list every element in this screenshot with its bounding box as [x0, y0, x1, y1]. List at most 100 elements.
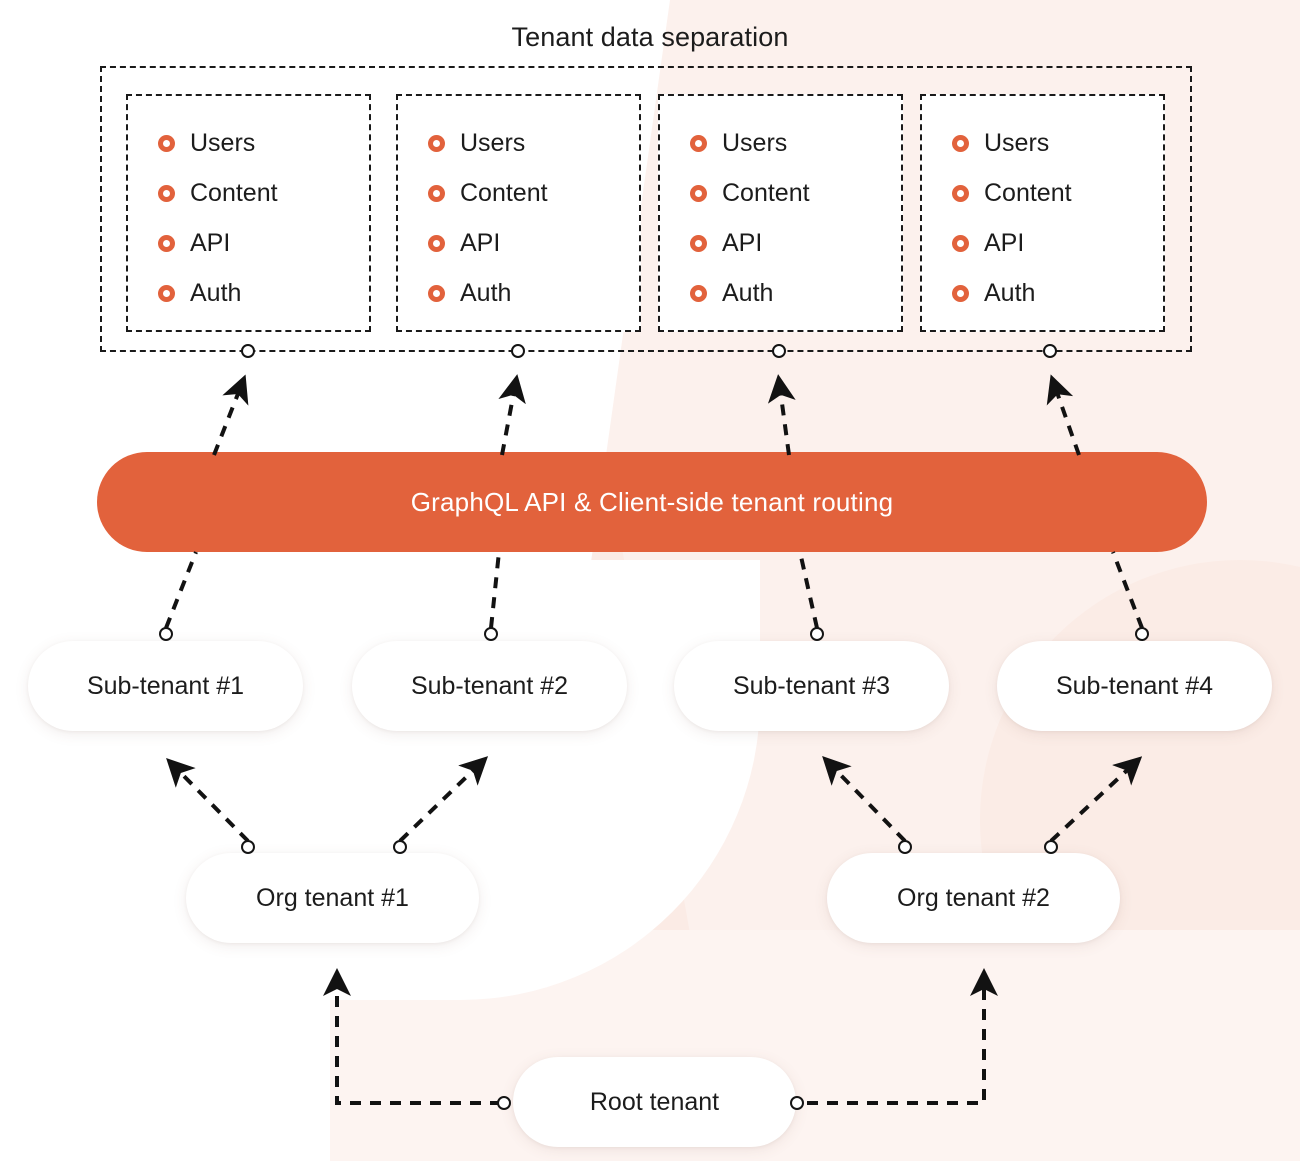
- connector-dot-icon-sub-1[interactable]: [159, 627, 173, 641]
- resource-row-auth: Auth: [428, 268, 639, 318]
- resource-label: API: [460, 228, 501, 257]
- routing-bar-label: GraphQL API & Client-side tenant routing: [410, 486, 894, 517]
- sub-tenant-3[interactable]: Sub-tenant #3: [674, 641, 949, 731]
- node-label: Sub-tenant #3: [732, 671, 891, 700]
- resource-row-auth: Auth: [690, 268, 901, 318]
- connector-dot-icon-org-1-right[interactable]: [393, 840, 407, 854]
- ring-dot-icon: [158, 234, 175, 252]
- ring-dot-icon: [428, 134, 445, 152]
- resource-label: Users: [460, 128, 526, 157]
- ring-dot-icon: [428, 284, 445, 302]
- connector-dot-icon-box-3[interactable]: [772, 344, 786, 358]
- resource-row-users: Users: [952, 118, 1163, 168]
- tenant-separation-boundary: [100, 66, 1192, 352]
- edge-bar-to-box-1: [212, 374, 249, 456]
- edge-bar-to-box-2: [498, 374, 526, 456]
- org-tenant-1[interactable]: Org tenant #1: [186, 853, 479, 943]
- edge-bar-to-box-3: [767, 374, 796, 456]
- connector-dot-icon-sub-4[interactable]: [1135, 627, 1149, 641]
- resource-row-content: Content: [428, 168, 639, 218]
- resource-row-content: Content: [690, 168, 901, 218]
- edge-bar-to-box-4: [1046, 374, 1081, 456]
- ring-dot-icon: [690, 134, 707, 152]
- edge-sub-1-to-bar: [164, 551, 198, 629]
- ring-dot-icon: [690, 284, 707, 302]
- graphql-routing-bar[interactable]: GraphQL API & Client-side tenant routing: [97, 452, 1207, 552]
- resource-row-api: API: [158, 218, 369, 268]
- tenant-box-4: Users Content API Auth: [920, 94, 1165, 332]
- resource-label: API: [722, 228, 763, 257]
- resource-label: Content: [190, 178, 278, 207]
- connector-dot-icon-root-right[interactable]: [790, 1096, 804, 1110]
- resource-label: Users: [984, 128, 1050, 157]
- edges-subtenant-to-bar: [164, 551, 1144, 629]
- edges-org-to-subtenant: [166, 755, 1143, 843]
- connector-dot-icon-sub-2[interactable]: [484, 627, 498, 641]
- edge-org-1-to-sub-2: [398, 756, 489, 843]
- sub-tenant-4[interactable]: Sub-tenant #4: [997, 641, 1272, 731]
- connector-dot-icon-box-4[interactable]: [1043, 344, 1057, 358]
- ring-dot-icon: [428, 184, 445, 202]
- page-title: Tenant data separation: [511, 22, 789, 52]
- connector-dot-icon-root-left[interactable]: [497, 1096, 511, 1110]
- connector-dot-icon-org-1-left[interactable]: [241, 840, 255, 854]
- edge-root-to-org-1: [323, 968, 501, 1105]
- ring-dot-icon: [158, 184, 175, 202]
- ring-dot-icon: [952, 184, 969, 202]
- resource-row-auth: Auth: [952, 268, 1163, 318]
- node-label: Sub-tenant #2: [410, 671, 569, 700]
- node-label: Sub-tenant #4: [1055, 671, 1214, 700]
- connector-dot-icon-box-1[interactable]: [241, 344, 255, 358]
- resource-row-auth: Auth: [158, 268, 369, 318]
- tenant-box-3: Users Content API Auth: [658, 94, 903, 332]
- resource-row-users: Users: [690, 118, 901, 168]
- node-label: Org tenant #2: [897, 883, 1050, 912]
- resource-label: Content: [984, 178, 1072, 207]
- resource-row-users: Users: [428, 118, 639, 168]
- resource-label: Auth: [460, 278, 512, 307]
- root-tenant[interactable]: Root tenant: [513, 1057, 796, 1147]
- connector-dot-icon-sub-3[interactable]: [810, 627, 824, 641]
- resource-label: Content: [460, 178, 548, 207]
- connector-dot-icon-box-2[interactable]: [511, 344, 525, 358]
- connector-dot-icon-org-2-left[interactable]: [898, 840, 912, 854]
- resource-label: Auth: [190, 278, 242, 307]
- node-label: Org tenant #1: [256, 883, 409, 912]
- ring-dot-icon: [428, 234, 445, 252]
- resource-label: Users: [722, 128, 788, 157]
- sub-tenant-1[interactable]: Sub-tenant #1: [28, 641, 303, 731]
- edge-org-1-to-sub-1: [166, 758, 250, 843]
- resource-label: API: [190, 228, 231, 257]
- tenant-box-2: Users Content API Auth: [396, 94, 641, 332]
- ring-dot-icon: [952, 234, 969, 252]
- ring-dot-icon: [158, 284, 175, 302]
- connector-dot-icon-org-2-right[interactable]: [1044, 840, 1058, 854]
- tenant-box-1: Users Content API Auth: [126, 94, 371, 332]
- node-label: Sub-tenant #1: [86, 671, 245, 700]
- resource-label: Auth: [722, 278, 774, 307]
- resource-row-content: Content: [952, 168, 1163, 218]
- edge-root-to-org-2: [807, 968, 998, 1105]
- ring-dot-icon: [952, 134, 969, 152]
- resource-row-api: API: [952, 218, 1163, 268]
- resource-label: Users: [190, 128, 256, 157]
- edge-org-2-to-sub-4: [1049, 756, 1143, 843]
- ring-dot-icon: [690, 234, 707, 252]
- resource-row-users: Users: [158, 118, 369, 168]
- node-label: Root tenant: [589, 1087, 720, 1116]
- sub-tenant-2[interactable]: Sub-tenant #2: [352, 641, 627, 731]
- resource-row-api: API: [428, 218, 639, 268]
- edge-sub-2-to-bar: [489, 551, 501, 629]
- resource-label: API: [984, 228, 1025, 257]
- resource-label: Content: [722, 178, 810, 207]
- resource-row-content: Content: [158, 168, 369, 218]
- resource-row-api: API: [690, 218, 901, 268]
- edge-org-2-to-sub-3: [822, 755, 907, 843]
- ring-dot-icon: [158, 134, 175, 152]
- resource-label: Auth: [984, 278, 1036, 307]
- edges-bar-to-tenant-boxes: [212, 374, 1081, 456]
- ring-dot-icon: [690, 184, 707, 202]
- org-tenant-2[interactable]: Org tenant #2: [827, 853, 1120, 943]
- ring-dot-icon: [952, 284, 969, 302]
